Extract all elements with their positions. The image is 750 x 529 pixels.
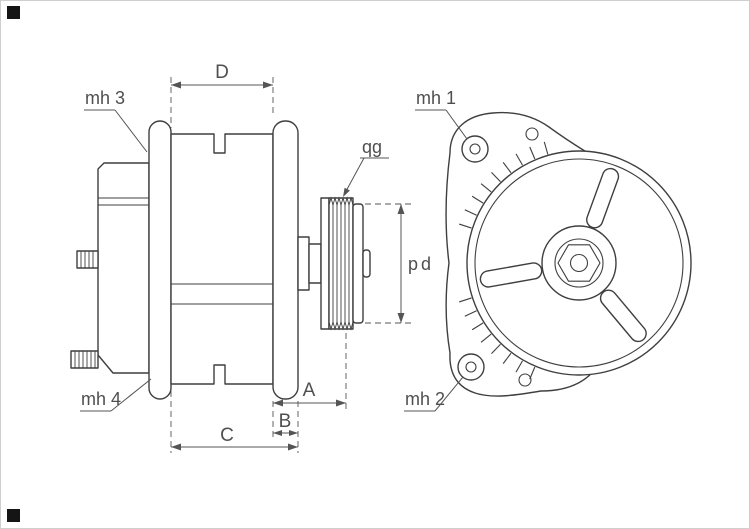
dimension-pd: pd bbox=[397, 204, 434, 323]
svg-text:qg: qg bbox=[362, 137, 382, 157]
leader-labels-side: mh 3 mh 4 qg bbox=[80, 88, 389, 412]
svg-text:mh 4: mh 4 bbox=[81, 389, 121, 409]
shaft-spacer bbox=[297, 236, 310, 291]
dimension-C: C bbox=[171, 425, 298, 451]
front-mounting-ear bbox=[272, 120, 299, 400]
side-view bbox=[70, 120, 371, 400]
small-hole-top bbox=[525, 127, 539, 141]
label-qg: qg bbox=[343, 137, 389, 197]
small-hole-bottom bbox=[518, 373, 532, 387]
corner-marks bbox=[7, 6, 20, 522]
front-view: mh 1 mh 2 bbox=[404, 88, 692, 412]
dimension-A: A bbox=[273, 380, 346, 407]
pulley-inner-rim bbox=[474, 158, 684, 368]
shaft bbox=[308, 243, 322, 284]
terminal-stud-upper bbox=[76, 250, 99, 269]
mounting-hole-top bbox=[461, 135, 489, 163]
svg-text:mh 1: mh 1 bbox=[416, 88, 456, 108]
label-mh-4: mh 4 bbox=[80, 378, 152, 412]
shaft-center-bore bbox=[569, 253, 589, 273]
stator-body bbox=[170, 133, 274, 385]
pulley-right-flange bbox=[352, 203, 364, 324]
dimension-pd-label: pd bbox=[408, 254, 434, 274]
dimension-A-label: A bbox=[303, 380, 316, 401]
dimension-D-label: D bbox=[215, 62, 229, 83]
svg-text:mh 3: mh 3 bbox=[85, 88, 125, 108]
spoke-slot-2 bbox=[479, 262, 543, 288]
dimension-C-label: C bbox=[220, 425, 234, 446]
rear-mounting-ear bbox=[148, 120, 172, 400]
hub-boss bbox=[554, 238, 604, 288]
registration-mark-top-left bbox=[7, 6, 20, 19]
rear-housing bbox=[97, 162, 150, 374]
spoke-slot-1 bbox=[586, 167, 620, 229]
pulley-side bbox=[320, 196, 371, 331]
shaft-nut-hex bbox=[557, 244, 601, 282]
shaft-nut-cap bbox=[362, 249, 371, 278]
dimension-D: D bbox=[171, 62, 273, 89]
label-mh-1: mh 1 bbox=[415, 88, 468, 140]
pulley-spoke-slots bbox=[479, 167, 647, 343]
registration-mark-bottom-left bbox=[7, 509, 20, 522]
vent-slots bbox=[458, 141, 549, 380]
pulley-hub bbox=[541, 225, 617, 301]
label-mh-2: mh 2 bbox=[404, 376, 464, 412]
dimension-B-label: B bbox=[279, 411, 292, 432]
pulley-left-flange bbox=[320, 197, 330, 330]
hub-ring bbox=[541, 225, 617, 301]
mounting-hole-bottom bbox=[457, 353, 485, 381]
svg-text:mh 2: mh 2 bbox=[405, 389, 445, 409]
mounting-hole-top-center bbox=[469, 143, 481, 155]
dimensions: D A B C pd bbox=[170, 62, 434, 453]
terminal-stud-lower bbox=[70, 350, 99, 369]
dimension-B: B bbox=[273, 411, 298, 436]
spoke-slot-3 bbox=[599, 289, 647, 343]
label-mh-3: mh 3 bbox=[84, 88, 148, 153]
mounting-hole-bottom-center bbox=[465, 361, 477, 373]
